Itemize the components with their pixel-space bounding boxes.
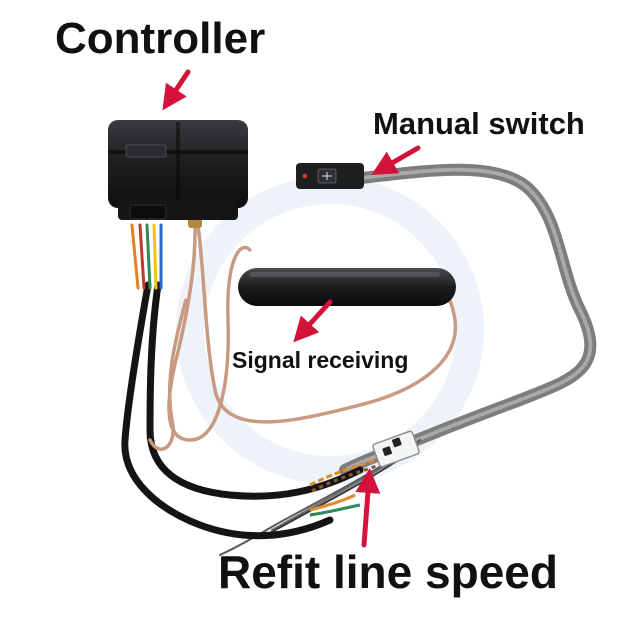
controller-label: Controller	[55, 14, 266, 63]
red-arrow-icon	[162, 69, 421, 548]
antenna-bar-icon	[238, 268, 456, 306]
watermark-ring	[176, 176, 484, 484]
black-cables	[121, 281, 364, 540]
arrow-controller	[162, 69, 191, 111]
arrow-refit-line-speed	[355, 468, 381, 548]
signal-receiving-label: Signal receiving	[232, 347, 409, 373]
controller-plug-wires	[130, 223, 163, 290]
antenna-wire	[148, 223, 458, 451]
controller-box-icon	[108, 120, 248, 220]
arrow-signal-receiving	[293, 299, 333, 343]
arrow-manual-switch	[371, 145, 421, 176]
switch-button-icon	[296, 163, 364, 189]
refit-line-speed-label: Refit line speed	[218, 546, 558, 598]
white-connector-icon	[309, 430, 420, 517]
manual-switch-label: Manual switch	[373, 106, 585, 141]
